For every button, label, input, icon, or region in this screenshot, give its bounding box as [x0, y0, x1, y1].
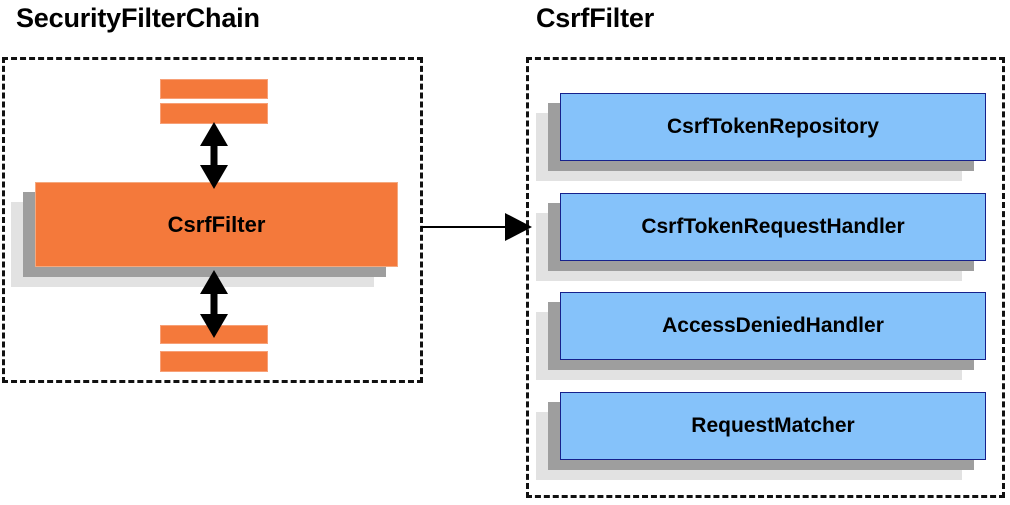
panel-title-csrf-filter: CsrfFilter [536, 3, 655, 33]
node-csrf-token-request-handler[interactable]: CsrfTokenRequestHandler [536, 193, 986, 281]
node-csrf-filter-label: CsrfFilter [35, 182, 398, 267]
filter-stub-top-2 [160, 103, 268, 124]
connector-chain-to-detail [421, 213, 532, 241]
node-csrf-filter[interactable]: CsrfFilter [11, 182, 398, 287]
node-csrf-token-repository[interactable]: CsrfTokenRepository [536, 93, 986, 181]
group-csrf-filter-detail [526, 57, 1005, 498]
filter-stub-bottom-2 [160, 351, 268, 372]
node-request-matcher[interactable]: RequestMatcher [536, 392, 986, 480]
panel-title-security-filter-chain: SecurityFilterChain [16, 3, 260, 33]
node-access-denied-handler[interactable]: AccessDeniedHandler [536, 292, 986, 380]
node-request-matcher-label: RequestMatcher [560, 392, 986, 460]
node-csrf-token-request-handler-label: CsrfTokenRequestHandler [560, 193, 986, 261]
group-security-filter-chain [2, 57, 423, 383]
node-access-denied-handler-label: AccessDeniedHandler [560, 292, 986, 360]
node-csrf-token-repository-label: CsrfTokenRepository [560, 93, 986, 161]
filter-stub-top-1 [160, 79, 268, 99]
filter-stub-bottom-1 [160, 325, 268, 344]
